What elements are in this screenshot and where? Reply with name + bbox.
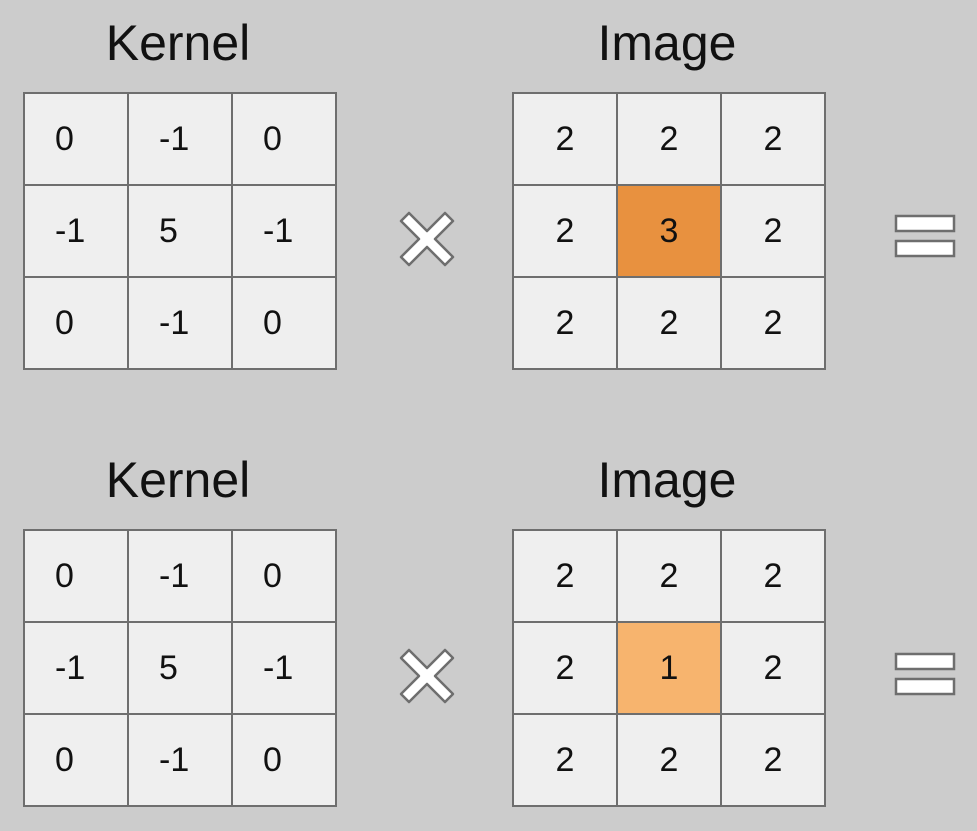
- kernel-cell: 0: [233, 278, 335, 368]
- image-cell: 2: [514, 94, 616, 184]
- kernel-title: Kernel: [105, 15, 251, 71]
- kernel-cell: 0: [233, 94, 335, 184]
- kernel-cell: 5: [129, 186, 231, 276]
- image-title: Image: [597, 452, 737, 508]
- equals-icon: [894, 214, 956, 258]
- image-cell: 2: [618, 531, 720, 621]
- kernel-cell: -1: [233, 623, 335, 713]
- image-cell: 2: [722, 623, 824, 713]
- kernel-cell: -1: [129, 715, 231, 805]
- image-cell: 2: [514, 531, 616, 621]
- image-cell: 2: [722, 186, 824, 276]
- kernel-cell: 0: [25, 531, 127, 621]
- kernel-cell: -1: [129, 278, 231, 368]
- kernel-cell: -1: [25, 186, 127, 276]
- image-cell-highlighted: 3: [618, 186, 720, 276]
- kernel-grid: 0 -1 0 -1 5 -1 0 -1 0: [23, 92, 337, 370]
- kernel-cell: -1: [129, 531, 231, 621]
- kernel-grid: 0 -1 0 -1 5 -1 0 -1 0: [23, 529, 337, 807]
- times-icon: [399, 648, 455, 704]
- image-cell: 2: [514, 186, 616, 276]
- kernel-cell: 0: [25, 715, 127, 805]
- equals-icon: [894, 652, 956, 696]
- image-title: Image: [597, 15, 737, 71]
- kernel-cell: 0: [25, 278, 127, 368]
- image-grid: 2 2 2 2 3 2 2 2 2: [512, 92, 826, 370]
- image-cell: 2: [722, 278, 824, 368]
- image-cell: 2: [722, 715, 824, 805]
- kernel-cell: -1: [129, 94, 231, 184]
- image-cell: 2: [514, 278, 616, 368]
- image-cell: 2: [618, 715, 720, 805]
- image-cell: 2: [618, 278, 720, 368]
- image-cell: 2: [514, 623, 616, 713]
- image-cell-highlighted: 1: [618, 623, 720, 713]
- kernel-cell: 0: [233, 715, 335, 805]
- kernel-title: Kernel: [105, 452, 251, 508]
- image-cell: 2: [722, 531, 824, 621]
- times-icon: [399, 211, 455, 267]
- kernel-cell: 0: [233, 531, 335, 621]
- kernel-cell: 0: [25, 94, 127, 184]
- kernel-cell: -1: [233, 186, 335, 276]
- image-cell: 2: [618, 94, 720, 184]
- image-cell: 2: [722, 94, 824, 184]
- image-grid: 2 2 2 2 1 2 2 2 2: [512, 529, 826, 807]
- kernel-cell: -1: [25, 623, 127, 713]
- image-cell: 2: [514, 715, 616, 805]
- kernel-cell: 5: [129, 623, 231, 713]
